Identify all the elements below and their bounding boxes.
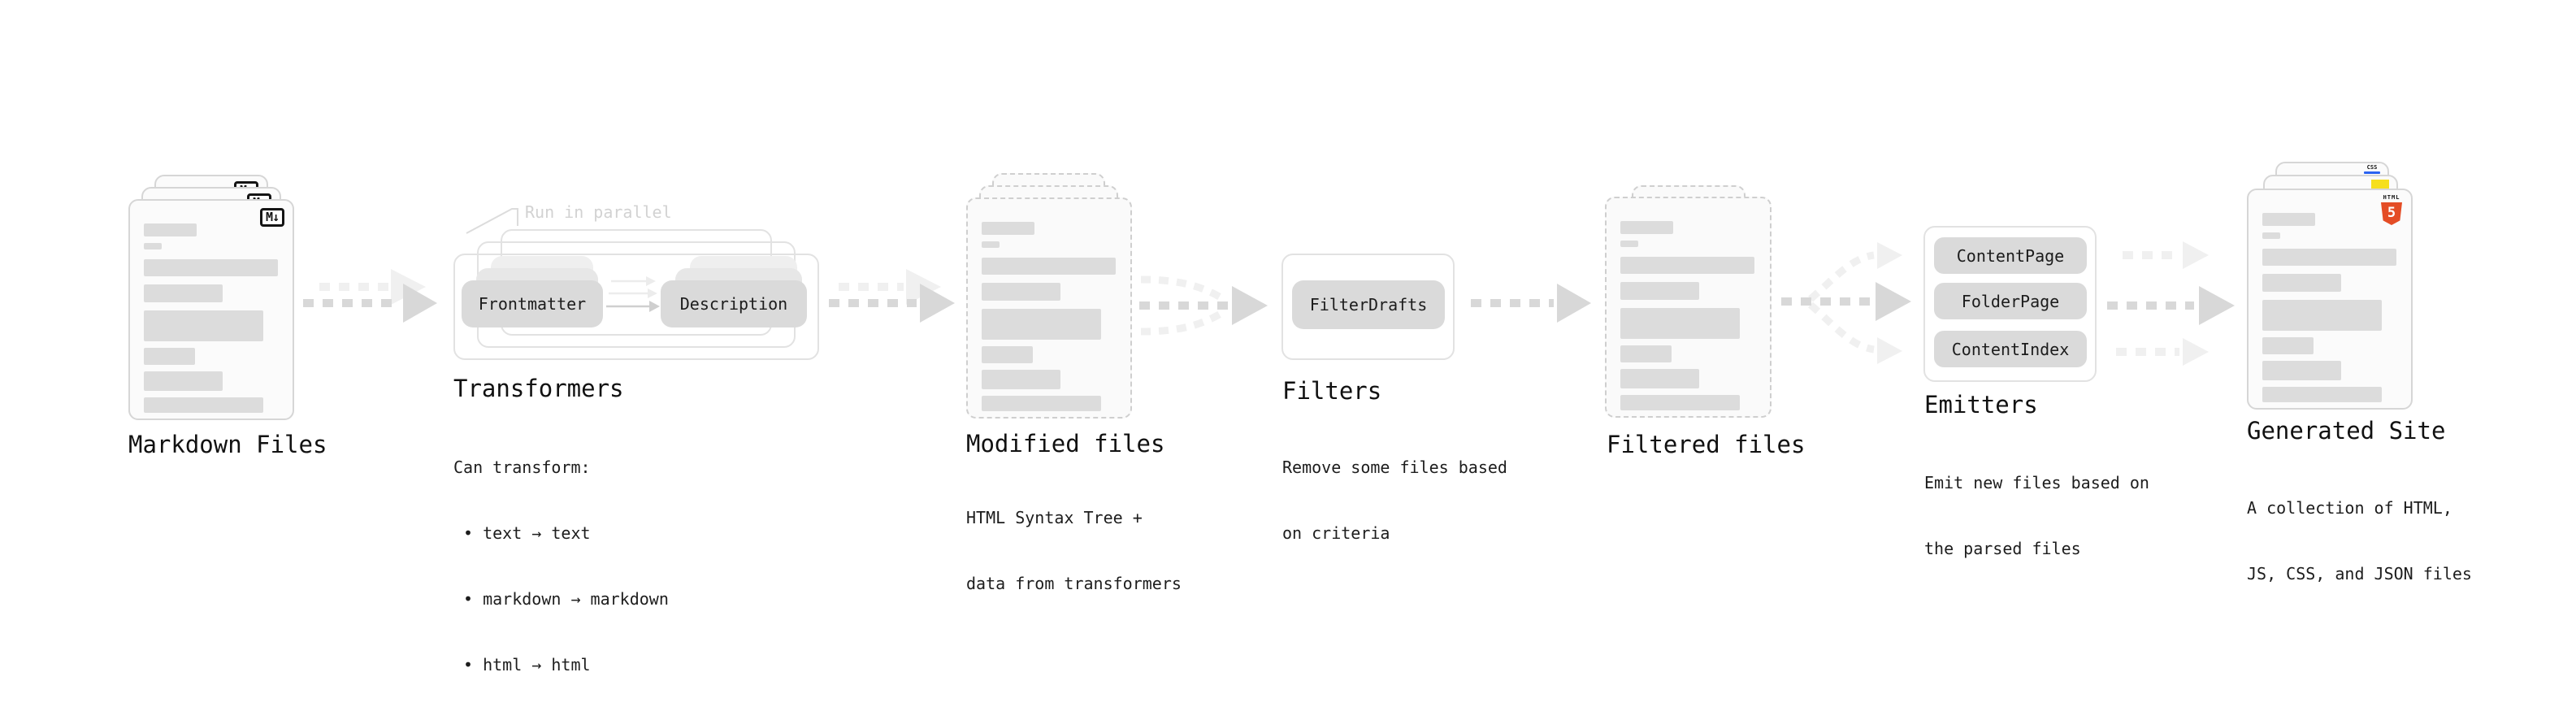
placeholder-bar <box>144 310 263 341</box>
placeholder-bar <box>1620 395 1740 410</box>
description-line: JS, CSS, and JSON files <box>2247 564 2472 583</box>
placeholder-bar <box>982 346 1033 363</box>
placeholder-bar <box>2262 361 2341 380</box>
placeholder-bar <box>2262 213 2315 226</box>
description-line: • markdown → markdown <box>463 589 669 609</box>
description-line: • html → html <box>463 655 591 674</box>
stage-label-filters: Filters <box>1282 377 1382 405</box>
placeholder-bar <box>144 284 223 302</box>
js-file-icon <box>2371 180 2389 189</box>
filter-pill-filterdrafts: FilterDrafts <box>1292 280 1445 329</box>
arrow-filters-to-filtered <box>1471 284 1591 323</box>
placeholder-bar <box>2262 387 2382 402</box>
arrow-transformers-to-modified <box>829 269 955 323</box>
placeholder-bar <box>982 396 1101 411</box>
transformer-pill-description: Description <box>661 280 807 327</box>
placeholder-bar <box>1620 282 1699 300</box>
document-placeholder-content <box>1607 198 1770 410</box>
placeholder-bar <box>1620 369 1699 388</box>
placeholder-bar <box>1620 221 1673 234</box>
transformer-pill-frontmatter: Frontmatter <box>462 280 603 327</box>
placeholder-bar <box>144 243 162 249</box>
placeholder-bar <box>1620 345 1672 362</box>
placeholder-bar <box>2262 337 2314 354</box>
document-placeholder-content <box>130 201 293 413</box>
description-line: Emit new files based on <box>1924 473 2149 492</box>
stage-label-modified-files: Modified files <box>966 430 1165 458</box>
placeholder-bar <box>2262 232 2280 239</box>
placeholder-bar <box>982 258 1116 275</box>
site-file-card-html: HTML 5 <box>2247 189 2413 410</box>
arrow-modified-to-filters-merge <box>1139 275 1268 336</box>
transformers-description: Can transform: • text → text • markdown … <box>453 413 669 720</box>
filters-description: Remove some files based on criteria <box>1282 413 1507 588</box>
stage-label-filtered-files: Filtered files <box>1607 431 1806 458</box>
run-in-parallel-annotation: Run in parallel <box>525 202 672 222</box>
placeholder-bar <box>144 397 263 413</box>
placeholder-bar <box>982 370 1060 389</box>
document-placeholder-content <box>2249 190 2411 402</box>
html5-icon: HTML 5 <box>2380 194 2403 225</box>
stage-label-markdown-files: Markdown Files <box>128 431 327 458</box>
placeholder-bar <box>2262 300 2382 331</box>
generated-site-description: A collection of HTML, JS, CSS, and JSON … <box>2247 453 2472 629</box>
filtered-file-card <box>1605 197 1772 418</box>
placeholder-bar <box>982 222 1034 235</box>
arrow-markdown-to-transformers <box>303 269 437 323</box>
placeholder-bar <box>982 309 1101 340</box>
css-file-icon: CSS <box>2364 164 2380 174</box>
modified-files-description: HTML Syntax Tree + data from transformer… <box>966 463 1182 639</box>
placeholder-bar <box>2262 274 2341 292</box>
description-line: HTML Syntax Tree + <box>966 508 1143 527</box>
placeholder-bar <box>144 371 223 391</box>
stage-label-generated-site: Generated Site <box>2247 417 2446 445</box>
markdown-file-card: M↓ <box>128 199 294 420</box>
document-placeholder-content <box>968 199 1130 411</box>
arrows-emitters-to-site <box>2107 241 2235 366</box>
emitter-pill-contentindex: ContentIndex <box>1934 331 2087 367</box>
placeholder-bar <box>144 223 197 236</box>
emitters-description: Emit new files based on the parsed files <box>1924 428 2149 604</box>
placeholder-bar <box>1620 241 1638 247</box>
description-line: on criteria <box>1282 523 1390 543</box>
emitter-pill-folderpage: FolderPage <box>1934 283 2087 319</box>
description-line: data from transformers <box>966 574 1182 593</box>
description-line: • text → text <box>463 523 591 543</box>
placeholder-bar <box>982 283 1060 301</box>
placeholder-bar <box>2262 249 2396 266</box>
stage-label-transformers: Transformers <box>453 375 624 402</box>
placeholder-bar <box>144 259 278 276</box>
arrow-filtered-to-emitters-fanout <box>1781 242 1911 364</box>
emitter-pill-contentpage: ContentPage <box>1934 237 2087 274</box>
description-line: Remove some files based <box>1282 458 1507 477</box>
markdown-icon: M↓ <box>259 208 284 227</box>
stage-label-emitters: Emitters <box>1924 391 2038 419</box>
description-line: A collection of HTML, <box>2247 498 2452 518</box>
transformer-frame <box>453 254 819 360</box>
placeholder-bar <box>1620 308 1740 339</box>
placeholder-bar <box>982 241 1000 248</box>
placeholder-bar <box>144 348 195 365</box>
placeholder-bar <box>1620 257 1754 274</box>
description-line: Can transform: <box>453 458 591 477</box>
modified-file-card <box>966 197 1132 419</box>
description-line: the parsed files <box>1924 539 2081 558</box>
